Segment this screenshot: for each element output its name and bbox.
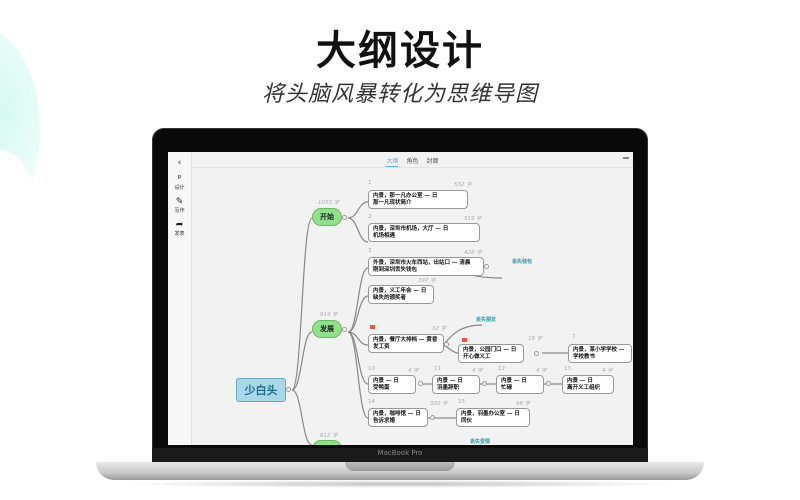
branch-node-develop[interactable]: 发展 [312,320,342,338]
plot-tag[interactable]: 丢失朋友 [476,317,497,323]
scene-node[interactable]: 内景 — 日 受鸭蛋 [368,375,416,394]
collapse-toggle[interactable] [546,381,551,386]
branch-node-climax[interactable] [312,440,342,445]
scene-node[interactable]: 内景 — 日 羽墨辞职 [432,375,480,394]
sidebar-item-write[interactable]: ✎写作 [168,197,191,214]
branch-word-count: 914 字 [320,312,338,318]
collapse-toggle[interactable] [444,342,449,347]
sidebar-item-label: 发表 [174,231,185,237]
collapse-toggle[interactable] [286,387,291,392]
flag-icon [462,338,467,342]
sidebar-item-label: 写作 [174,208,185,214]
collapse-toggle[interactable] [342,327,347,332]
flag-icon [370,325,375,329]
back-button[interactable]: ‹ [168,158,191,168]
hero-title: 大纲设计 [316,28,484,74]
scene-node[interactable]: 内景 — 日 离开义工组织 [562,375,614,394]
pencil-icon: ✎ [175,197,184,207]
scene-node[interactable]: 内景，那一凡办公室 — 日 那一凡现状简介 [368,190,468,209]
laptop-shadow [120,480,680,488]
sidebar-item-label: 设计 [174,185,185,191]
scene-word-count: 18 字 [528,336,543,342]
plot-tag[interactable]: 丢失爱情 [470,439,491,445]
collapse-toggle[interactable] [534,351,539,356]
scene-number: 14 [368,399,375,405]
scene-word-count: 428 字 [464,250,482,256]
scene-number: 12 [498,366,505,372]
branch-word-count: 612 字 [320,433,338,439]
laptop-notch [345,462,455,471]
collapse-toggle[interactable] [418,381,423,386]
collapse-toggle[interactable] [484,264,489,269]
scene-word-count: 4 字 [602,368,613,374]
collapse-toggle[interactable] [342,215,347,220]
scene-node[interactable]: 内景，某小学学校 — 学校教书 [568,344,632,363]
mindmap-root-node[interactable]: 少白头 [236,378,286,402]
more-menu-icon[interactable] [623,157,629,159]
scene-word-count: 32 字 [432,326,447,332]
scene-node[interactable]: 内景，咖啡馆 — 日 告诉求婚 [368,408,428,427]
scene-word-count: 330 字 [430,401,448,407]
scene-word-count: 4 字 [536,368,547,374]
collapse-toggle[interactable] [482,381,487,386]
scene-word-count: 4 字 [472,368,483,374]
laptop-chin: MacBook Pro [152,448,648,462]
scene-node[interactable]: 内景，羽墨办公室 — 日 同伙 [456,408,530,427]
scene-number: 11 [434,366,441,372]
plot-tag[interactable]: 丢失钱包 [512,259,533,265]
scene-node[interactable]: 内景 — 日 忙碌 [496,375,544,394]
chevron-left-icon: ‹ [177,158,182,168]
mindmap-links [291,201,572,445]
scene-node[interactable]: 内景，义工年会 — 日 缺失的颁奖者 [368,285,434,304]
scene-node[interactable]: 内景，餐厅大排档 — 黄昏 发工资 [368,334,444,353]
hero-subtitle: 将头脑风暴转化为思维导图 [261,82,538,107]
tab-characters[interactable]: 角色 [406,158,419,165]
branch-word-count: 1053 字 [318,200,340,206]
collapse-toggle[interactable] [430,415,435,420]
scene-number: 15 [458,399,465,405]
scene-number: 3 [368,248,372,254]
scene-number: 13 [564,366,571,372]
scene-node[interactable]: 外景，深圳市火车西站，出站口 — 清晨 刚到深圳丢失钱包 [368,257,484,276]
share-icon: ➦ [175,220,184,230]
scene-number: 2 [368,214,372,220]
sidebar-item-publish[interactable]: ➦发表 [168,220,191,237]
scene-node[interactable]: 内景，公园门口 — 日 开心做义工 [458,344,524,363]
tab-cover[interactable]: 封面 [426,158,439,165]
scene-number: 7 [572,334,576,340]
scene-word-count: 532 字 [454,182,472,188]
design-icon: ᵖ [177,174,182,184]
scene-word-count: 519 字 [464,216,482,222]
branch-node-start[interactable]: 开始 [312,208,342,226]
mindmap-canvas[interactable]: 少白头 1053 字 开始 914 字 发展 612 字 1 532 字 内景，… [192,168,633,445]
scene-number: 1 [368,180,372,186]
tab-outline[interactable]: 大纲 [386,158,399,167]
scene-number: 10 [368,366,375,372]
laptop-base [96,462,704,480]
tab-bar: 大纲 角色 封面 [192,152,633,168]
scene-word-count: 4 字 [408,368,419,374]
scene-node[interactable]: 内景，深圳市机场，大厅 — 日 机场相遇 [368,223,480,242]
scene-word-count: 98 字 [516,401,531,407]
scene-word-count: 397 字 [418,278,436,284]
device-label: MacBook Pro [377,449,423,457]
